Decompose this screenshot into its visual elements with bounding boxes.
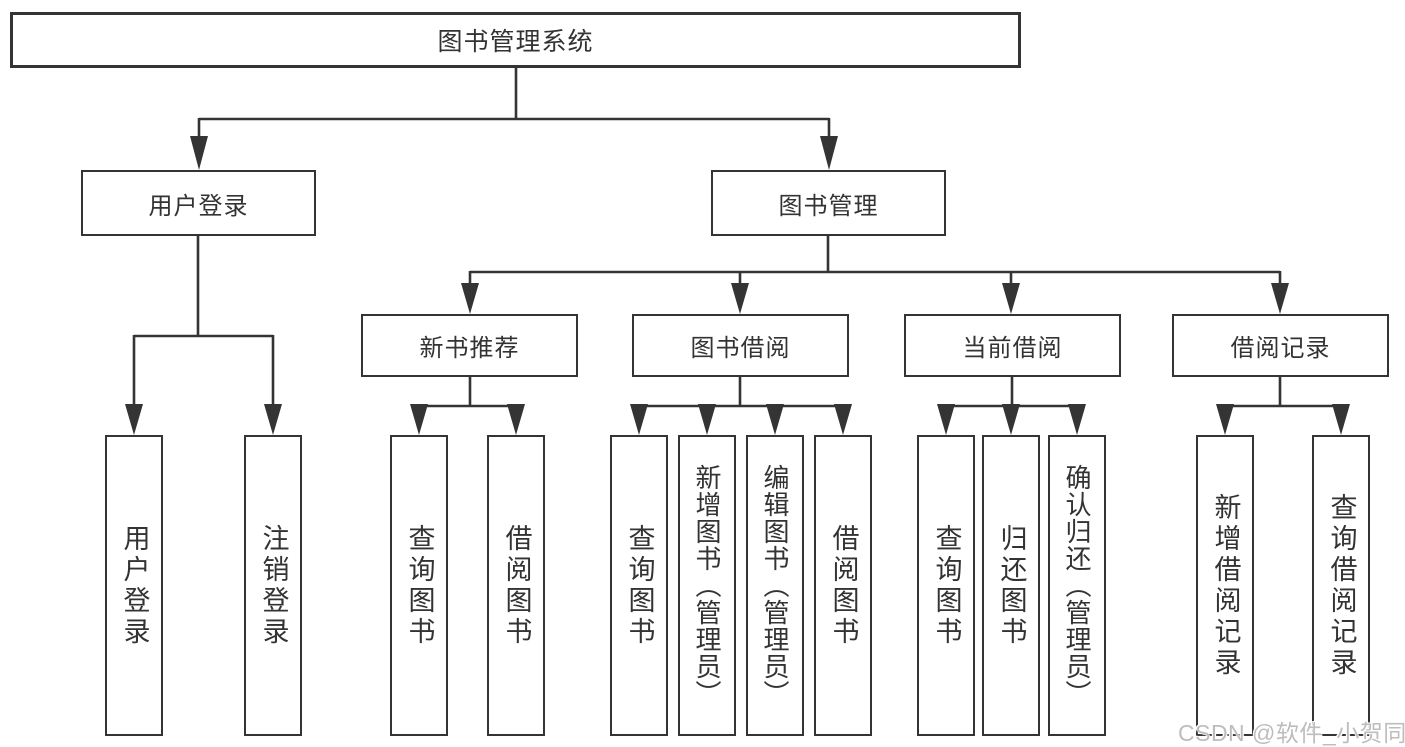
- node-new-book-recommendation: 新书推荐: [361, 314, 578, 377]
- leaf-logout: 注销登录: [244, 435, 302, 736]
- arrowhead: [507, 404, 525, 435]
- node-label: 新书推荐: [419, 335, 520, 362]
- node-label: 用户登录: [148, 192, 249, 220]
- arrowhead: [630, 404, 648, 435]
- node-book-management: 图书管理: [711, 170, 946, 236]
- arrowhead: [731, 283, 749, 314]
- arrowhead: [1216, 404, 1234, 435]
- node-label: 当前借阅: [962, 335, 1063, 362]
- node-label: 编辑图书（管理员）: [760, 464, 790, 707]
- connector-book-management: [468, 236, 1282, 288]
- arrowhead: [264, 404, 282, 435]
- connector-borrow-records: [1223, 377, 1343, 412]
- leaf-query-books-current: 查询图书: [917, 435, 975, 736]
- arrowhead: [937, 404, 955, 435]
- node-current-borrowing: 当前借阅: [904, 314, 1121, 377]
- node-label: 图书借阅: [690, 335, 791, 362]
- connector-book-borrow: [637, 377, 845, 412]
- node-label: 用户登录: [119, 523, 150, 648]
- connector-new-book: [417, 377, 518, 412]
- node-label: 图书管理系统: [437, 28, 594, 56]
- leaf-query-borrow-record: 查询借阅记录: [1312, 435, 1370, 736]
- arrowhead: [1332, 404, 1350, 435]
- leaf-query-books-borrow: 查询图书: [610, 435, 668, 736]
- node-label: 查询图书: [931, 523, 962, 648]
- node-label: 查询图书: [624, 523, 655, 648]
- leaf-add-book-admin: 新增图书（管理员）: [678, 435, 736, 736]
- node-library-management-system: 图书管理系统: [10, 12, 1021, 68]
- arrowhead-group: [125, 136, 1350, 435]
- node-label: 借阅记录: [1230, 335, 1331, 362]
- leaf-add-borrow-record: 新增借阅记录: [1196, 435, 1254, 736]
- connector-user-login: [132, 236, 275, 410]
- arrowhead: [461, 283, 479, 314]
- leaf-return-books: 归还图书: [982, 435, 1040, 736]
- node-user-login: 用户登录: [81, 170, 316, 236]
- node-label: 查询借阅记录: [1326, 492, 1357, 679]
- leaf-user-login: 用户登录: [105, 435, 163, 736]
- arrowhead: [698, 404, 716, 435]
- leaf-edit-book-admin: 编辑图书（管理员）: [746, 435, 804, 736]
- arrowhead: [125, 404, 143, 435]
- arrowhead: [1068, 404, 1086, 435]
- arrowhead: [766, 404, 784, 435]
- node-label: 借阅图书: [828, 523, 859, 648]
- arrowhead: [190, 136, 208, 170]
- leaf-confirm-return-admin: 确认归还（管理员）: [1048, 435, 1106, 736]
- leaf-borrow-books: 借阅图书: [814, 435, 872, 736]
- arrowhead: [410, 404, 428, 435]
- arrowhead: [1002, 283, 1020, 314]
- connector-root: [197, 68, 831, 140]
- arrowhead: [834, 404, 852, 435]
- leaf-borrow-books-recommend: 借阅图书: [487, 435, 545, 736]
- arrowhead: [820, 136, 838, 170]
- arrowhead: [1002, 404, 1020, 435]
- node-book-borrowing: 图书借阅: [632, 314, 849, 377]
- connector-path-group: [132, 68, 1343, 412]
- node-label: 注销登录: [258, 523, 289, 648]
- node-borrowing-records: 借阅记录: [1172, 314, 1389, 377]
- node-label: 新增借阅记录: [1210, 492, 1241, 679]
- node-label: 新增图书（管理员）: [692, 464, 722, 707]
- arrowhead: [1271, 283, 1289, 314]
- watermark-csdn: CSDN @软件_小贺同学: [1178, 720, 1405, 746]
- node-label: 查询图书: [404, 523, 435, 648]
- leaf-query-books-recommend: 查询图书: [390, 435, 448, 736]
- node-label: 图书管理: [778, 192, 879, 220]
- node-label: 归还图书: [996, 523, 1027, 648]
- node-label: 借阅图书: [501, 523, 532, 648]
- node-label: 确认归还（管理员）: [1062, 464, 1092, 707]
